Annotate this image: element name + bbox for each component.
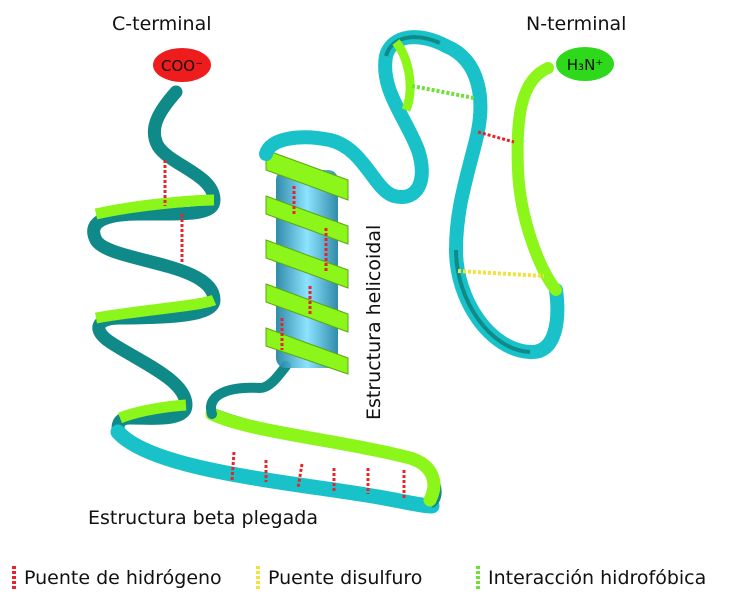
beta-sheet-label: Estructura beta plegada xyxy=(88,507,318,529)
legend-label-hydrogen: Puente de hidrógeno xyxy=(24,567,222,589)
coo-label: COO⁻ xyxy=(161,57,203,75)
legend: Puente de hidrógeno Puente disulfuro Int… xyxy=(0,560,748,600)
beta-sheet-ribbon xyxy=(110,361,442,514)
hydrophobic-interaction xyxy=(411,84,475,100)
legend-label-disulfide: Puente disulfuro xyxy=(268,567,423,589)
h3n-label: H₃N⁺ xyxy=(567,56,603,74)
alpha-helix-ribbon xyxy=(265,149,349,375)
legend-label-hydrophobic: Interacción hidrofóbica xyxy=(488,567,707,589)
right-hairpin-ribbon xyxy=(439,39,565,359)
hydrogen-bond-swatch xyxy=(12,566,16,590)
legend-item-hydrogen: Puente de hidrógeno xyxy=(12,566,222,590)
h3n-badge xyxy=(556,47,614,81)
hydrogen-bonds xyxy=(163,130,515,500)
c-terminal-label: C-terminal xyxy=(112,13,212,35)
legend-item-hydrophobic: Interacción hidrofóbica xyxy=(476,566,706,590)
helix-label: Estructura helicoidal xyxy=(363,225,385,420)
protein-structure-diagram: COO⁻ H₃N⁺ C-terminal N-terminal Estructu… xyxy=(87,13,626,529)
hydrophobic-interaction-swatch xyxy=(476,566,480,590)
coo-badge xyxy=(153,48,211,82)
disulfide-bond-swatch xyxy=(256,566,260,590)
legend-item-disulfide: Puente disulfuro xyxy=(256,566,422,590)
top-loop-ribbon xyxy=(259,30,453,204)
left-coil-ribbon xyxy=(87,85,221,441)
disulfide-bond xyxy=(457,269,545,278)
n-terminal-label: N-terminal xyxy=(526,13,626,35)
